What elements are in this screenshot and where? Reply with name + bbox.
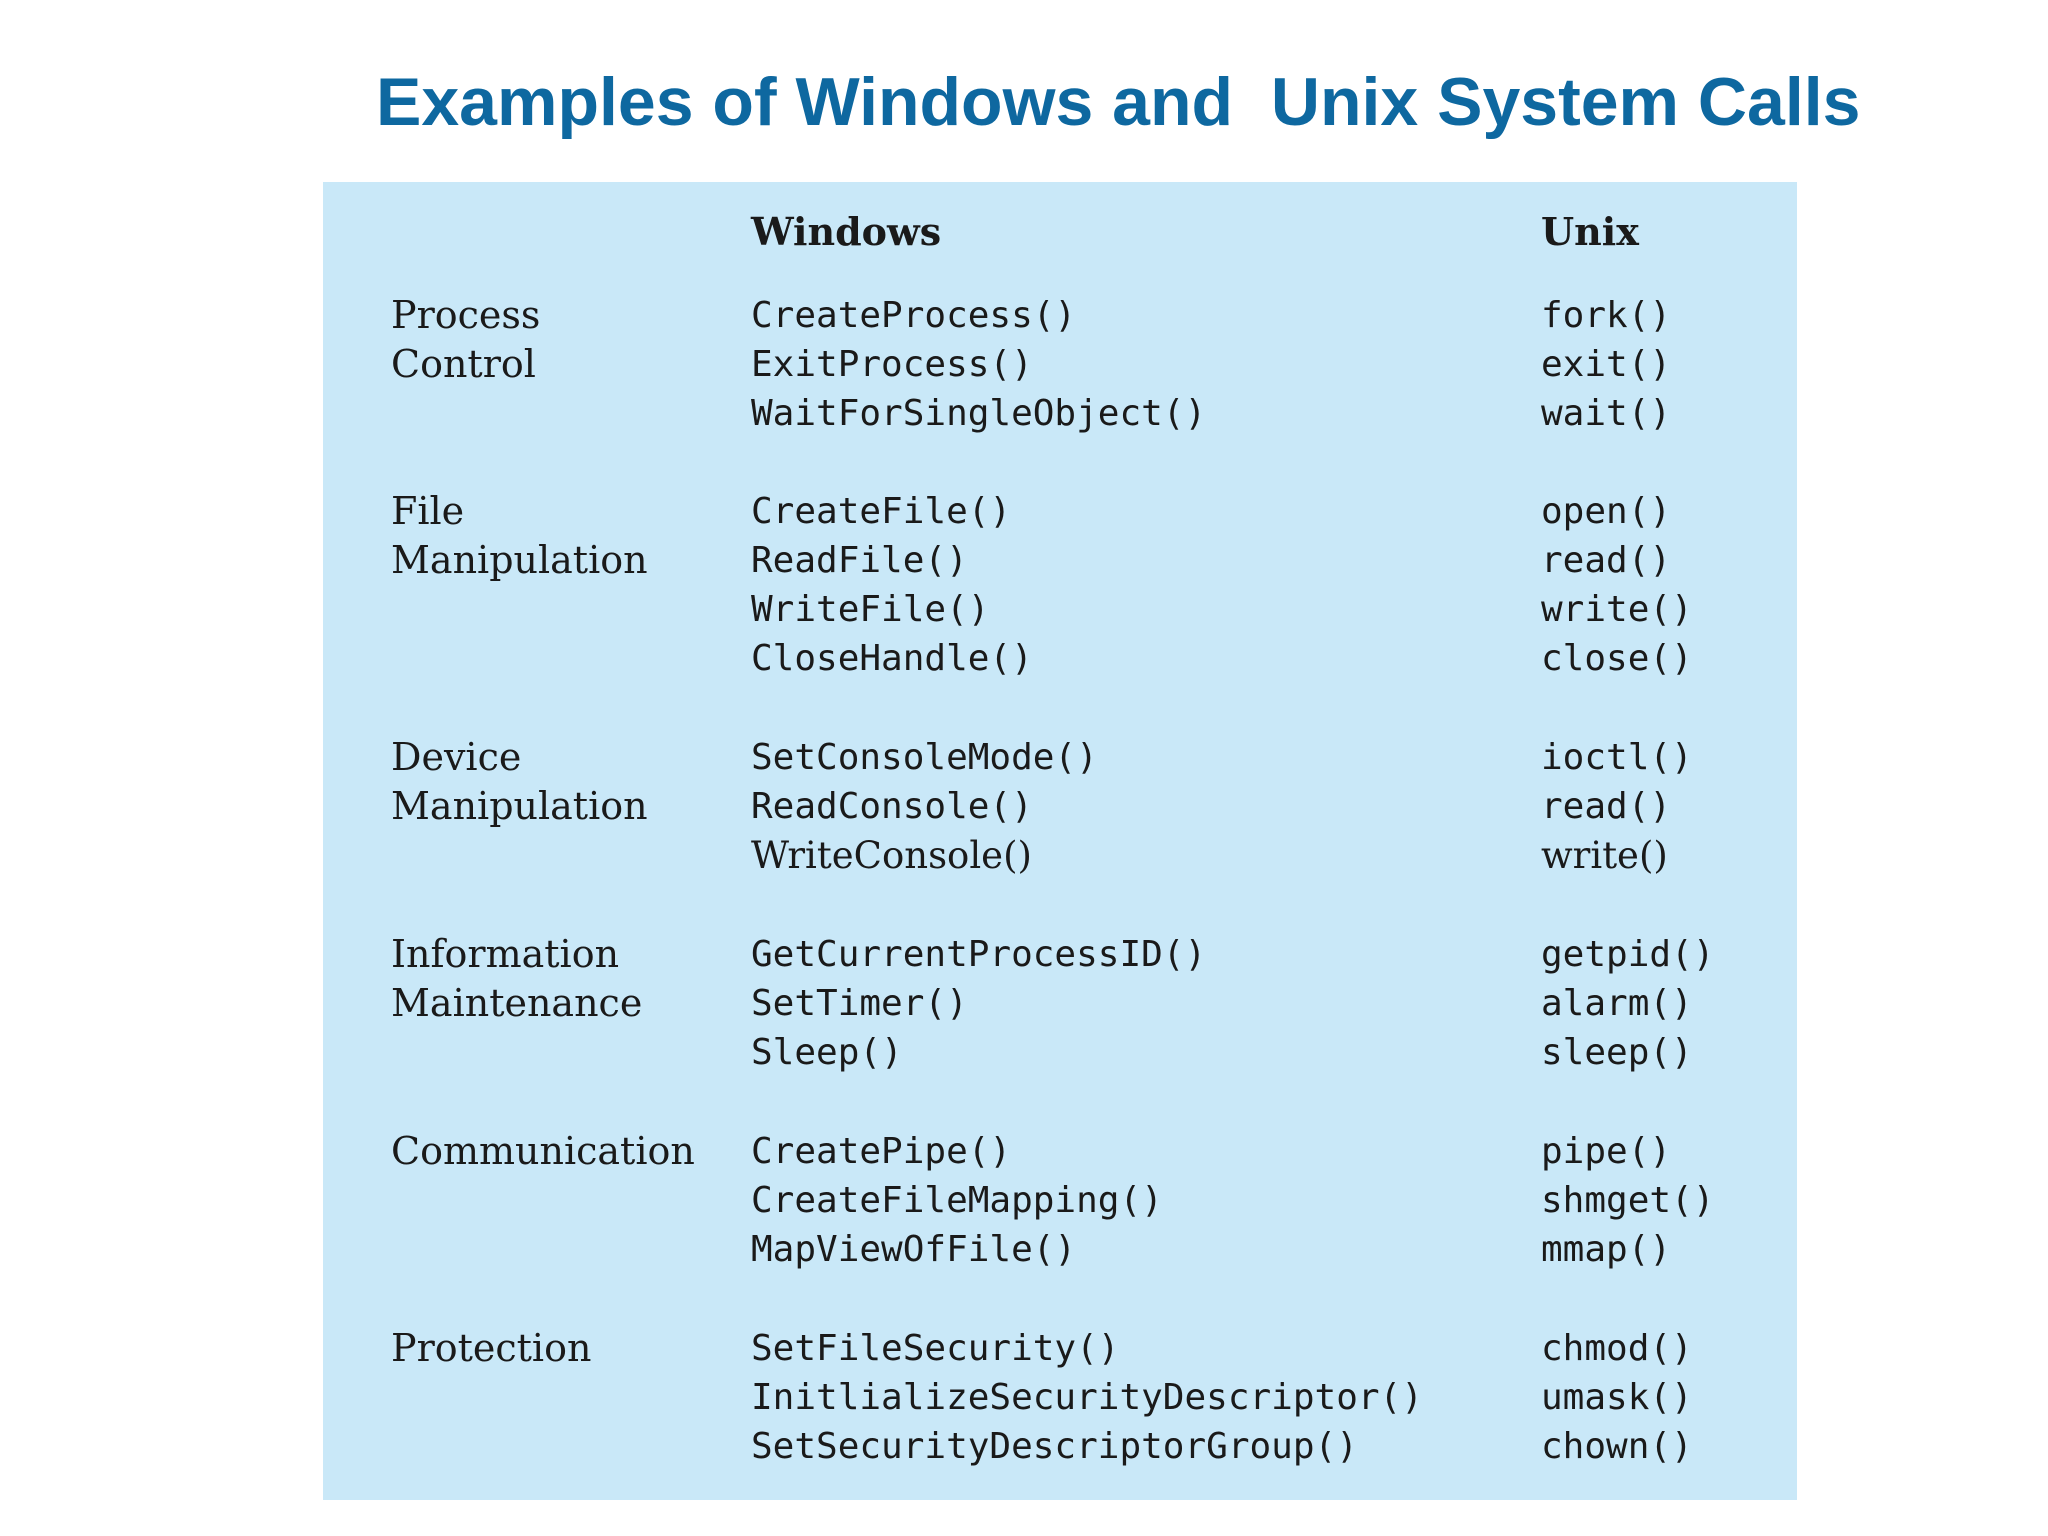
windows-call: WriteFile() <box>751 589 990 630</box>
windows-call: CreateFileMapping() <box>751 1180 1163 1221</box>
slide-title: Examples of Windows and Unix System Call… <box>376 64 1861 140</box>
unix-call: fork() <box>1541 295 1672 336</box>
unix-calls: ioctl() read() write() <box>1541 733 1693 880</box>
windows-call: SetSecurityDescriptorGroup() <box>751 1426 1358 1467</box>
windows-call: SetFileSecurity() <box>751 1328 1120 1369</box>
windows-call: SetConsoleMode() <box>751 737 1098 778</box>
windows-call: ReadConsole() <box>751 786 1033 827</box>
windows-call: MapViewOfFile() <box>751 1229 1077 1270</box>
group-label: Information Maintenance <box>391 930 642 1028</box>
windows-call: Sleep() <box>751 1032 903 1073</box>
group-label-line: Control <box>391 342 536 386</box>
windows-calls: GetCurrentProcessID() SetTimer() Sleep() <box>751 930 1206 1077</box>
group-label-line: Information <box>391 932 620 976</box>
unix-call: sleep() <box>1541 1032 1693 1073</box>
windows-call: ReadFile() <box>751 540 968 581</box>
windows-call: WaitForSingleObject() <box>751 393 1207 434</box>
unix-calls: chmod() umask() chown() <box>1541 1324 1693 1471</box>
unix-call: alarm() <box>1541 983 1693 1024</box>
windows-call: CreateFile() <box>751 491 1012 532</box>
windows-calls: SetFileSecurity() InitlializeSecurityDes… <box>751 1324 1423 1471</box>
unix-call: umask() <box>1541 1377 1693 1418</box>
windows-call: CreatePipe() <box>751 1131 1012 1172</box>
unix-call: shmget() <box>1541 1180 1715 1221</box>
group-label: Protection <box>391 1324 591 1373</box>
windows-calls: SetConsoleMode() ReadConsole() WriteCons… <box>751 733 1098 880</box>
windows-call: CreateProcess() <box>751 295 1077 336</box>
column-header-unix: Unix <box>1541 209 1639 254</box>
unix-call: close() <box>1541 638 1693 679</box>
unix-call: write() <box>1541 834 1668 877</box>
group-label-line: Manipulation <box>391 784 648 828</box>
group-label: Communication <box>391 1127 695 1176</box>
unix-call: write() <box>1541 589 1693 630</box>
group-label-line: Device <box>391 735 522 779</box>
unix-call: read() <box>1541 540 1672 581</box>
unix-call: mmap() <box>1541 1229 1672 1270</box>
group-label: Process Control <box>391 291 540 389</box>
group-label-line: Manipulation <box>391 538 648 582</box>
windows-call: CloseHandle() <box>751 638 1033 679</box>
system-calls-table: Windows Unix Process Control CreateProce… <box>323 182 1797 1500</box>
group-label-line: Process <box>391 293 541 337</box>
windows-call: GetCurrentProcessID() <box>751 934 1207 975</box>
unix-calls: fork() exit() wait() <box>1541 291 1671 438</box>
unix-call: pipe() <box>1541 1131 1672 1172</box>
group-label-line: File <box>391 489 465 533</box>
windows-call: ExitProcess() <box>751 344 1033 385</box>
windows-call: WriteConsole() <box>751 834 1032 877</box>
unix-call: open() <box>1541 491 1672 532</box>
unix-call: getpid() <box>1541 934 1715 975</box>
group-label: Device Manipulation <box>391 733 648 831</box>
unix-calls: pipe() shmget() mmap() <box>1541 1127 1714 1274</box>
windows-calls: CreatePipe() CreateFileMapping() MapView… <box>751 1127 1163 1274</box>
unix-call: wait() <box>1541 393 1672 434</box>
unix-calls: getpid() alarm() sleep() <box>1541 930 1714 1077</box>
group-label-line: Protection <box>391 1326 592 1370</box>
group-label-line: Communication <box>391 1129 695 1173</box>
windows-call: InitlializeSecurityDescriptor() <box>751 1377 1423 1418</box>
unix-calls: open() read() write() close() <box>1541 487 1693 683</box>
column-header-windows: Windows <box>751 209 942 254</box>
group-label-line: Maintenance <box>391 981 643 1025</box>
windows-call: SetTimer() <box>751 983 968 1024</box>
unix-call: chmod() <box>1541 1328 1693 1369</box>
unix-call: ioctl() <box>1541 737 1693 778</box>
windows-calls: CreateProcess() ExitProcess() WaitForSin… <box>751 291 1206 438</box>
unix-call: chown() <box>1541 1426 1693 1467</box>
group-label: File Manipulation <box>391 487 648 585</box>
windows-calls: CreateFile() ReadFile() WriteFile() Clos… <box>751 487 1033 683</box>
unix-call: exit() <box>1541 344 1672 385</box>
unix-call: read() <box>1541 786 1672 827</box>
